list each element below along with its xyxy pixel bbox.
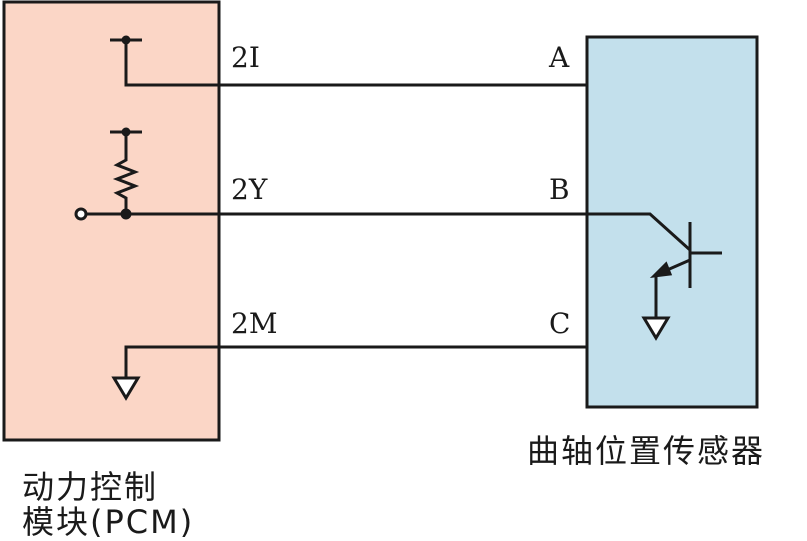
pin-label-2m: 2M bbox=[231, 307, 278, 340]
pin-label-b: B bbox=[549, 173, 570, 206]
pin-label-c: C bbox=[549, 307, 571, 340]
pcm-caption-line1: 动力控制 bbox=[22, 468, 159, 506]
pin-label-a: A bbox=[549, 41, 570, 74]
sensor-block bbox=[585, 35, 759, 409]
wire-2m-c bbox=[111, 345, 587, 401]
sensor-ground-icon bbox=[641, 316, 671, 341]
pull-up-resistor-icon bbox=[112, 132, 140, 214]
wire-2i-a bbox=[110, 35, 587, 87]
pin-label-2i: 2I bbox=[231, 41, 260, 74]
pcm-block bbox=[2, 0, 221, 442]
pcm-ground-icon bbox=[111, 376, 141, 401]
wire-2y-b bbox=[74, 127, 692, 252]
transistor-icon bbox=[641, 222, 722, 341]
input-terminal-icon bbox=[74, 207, 88, 221]
pin-label-2y: 2Y bbox=[231, 173, 268, 206]
sensor-caption: 曲轴位置传感器 bbox=[527, 432, 766, 470]
pcm-caption-line2: 模块(PCM) bbox=[22, 503, 195, 541]
